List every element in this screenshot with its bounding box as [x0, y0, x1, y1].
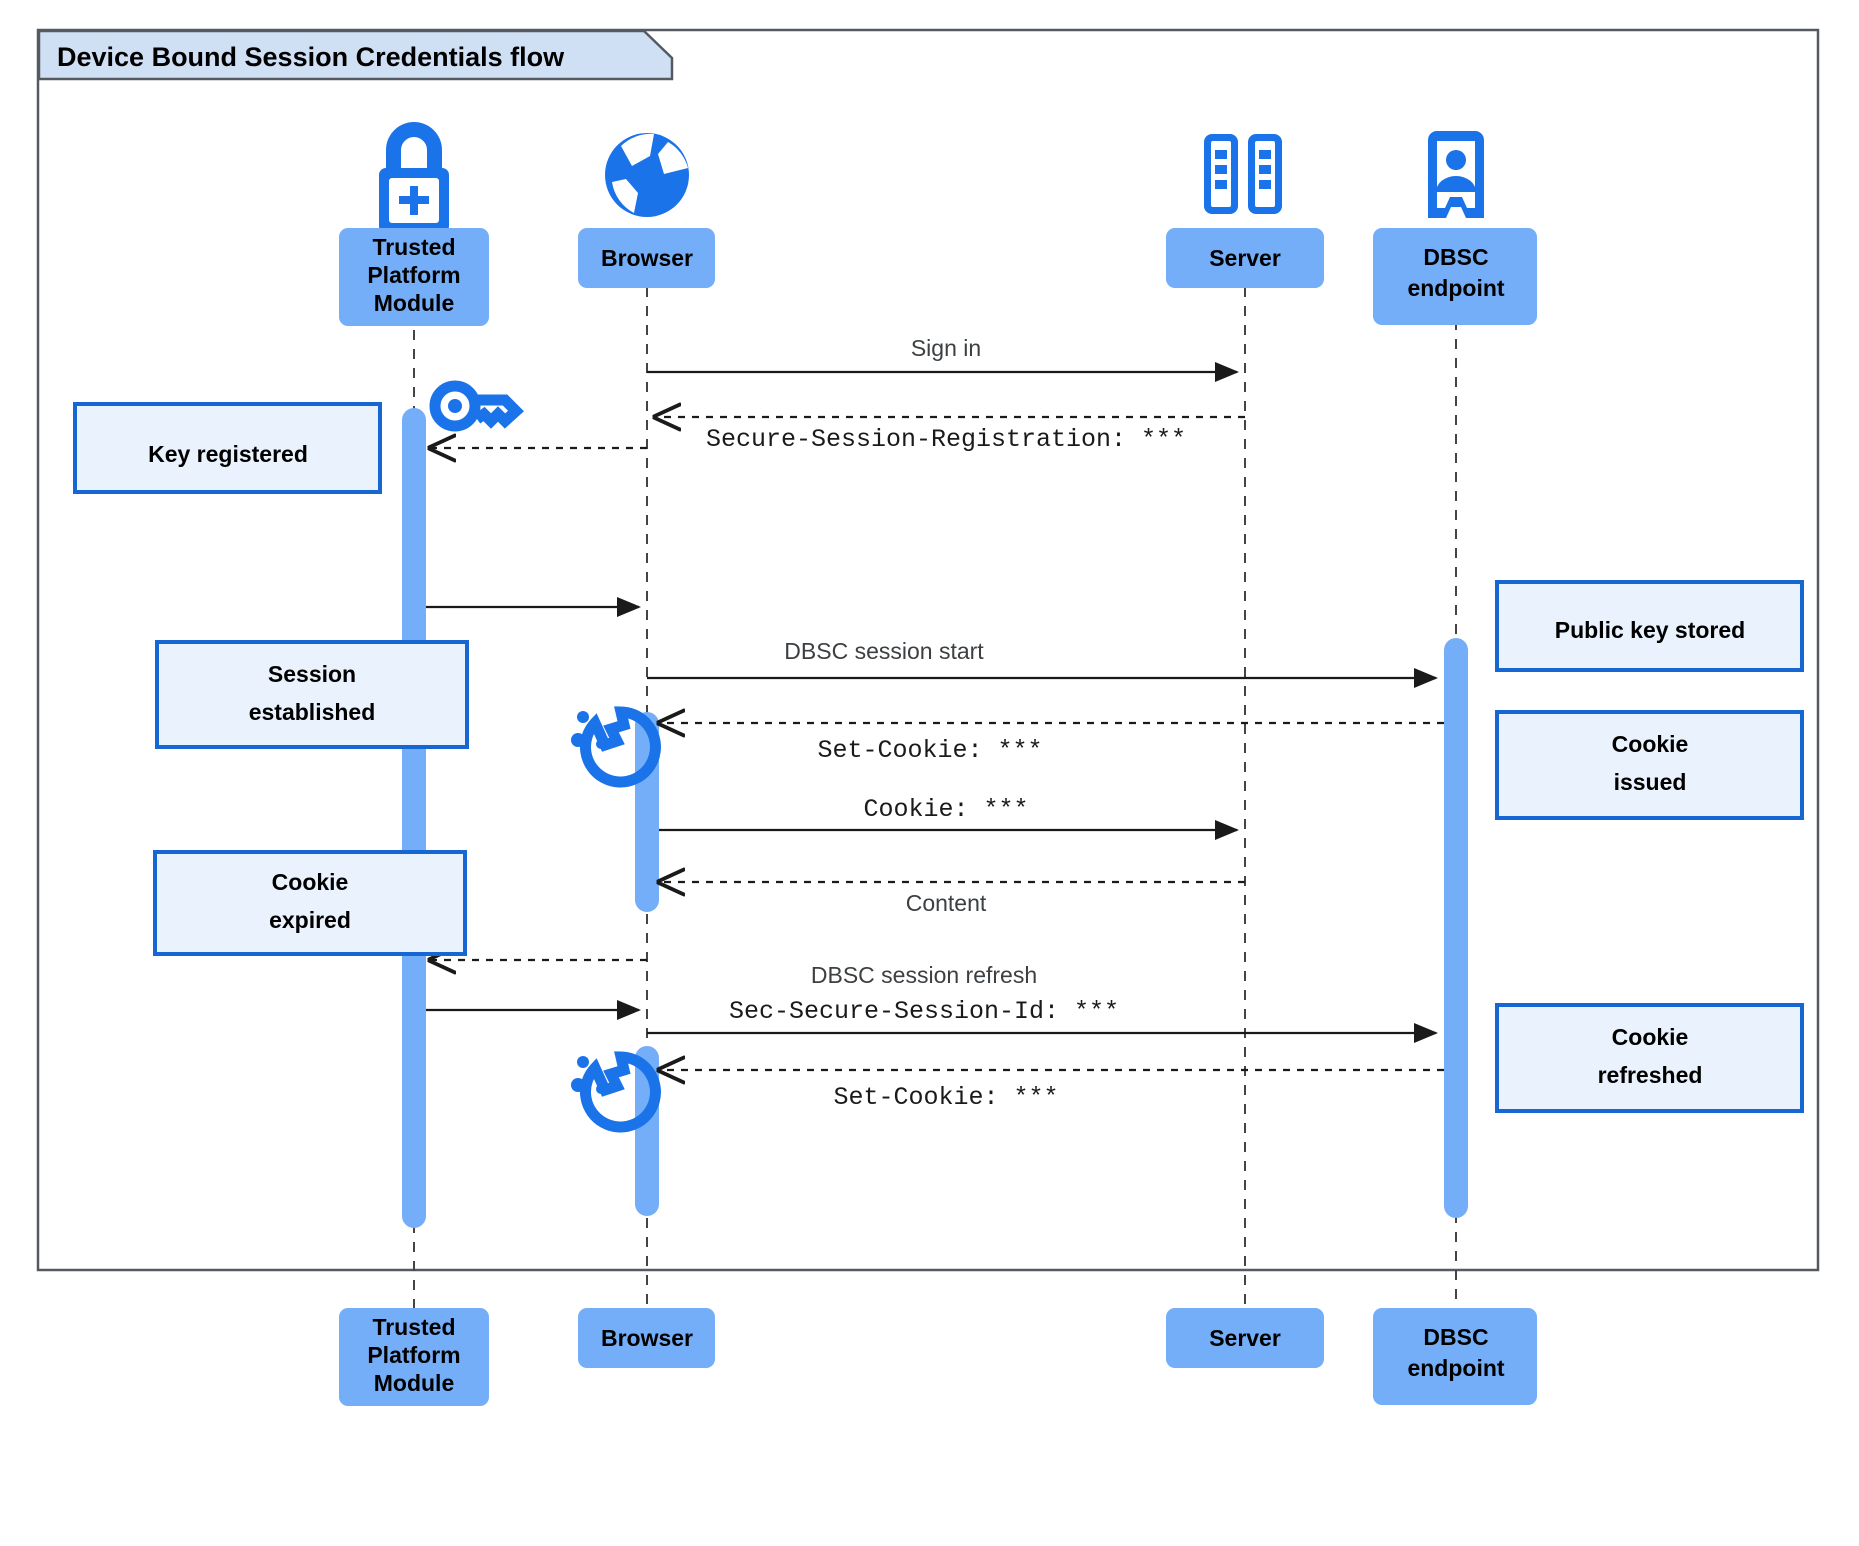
actor-box-server-bottom[interactable] — [1166, 1308, 1324, 1368]
note-box-cookie-issued — [1495, 710, 1804, 820]
note-box-session-established — [155, 640, 469, 749]
note-text-session-established-line2: established — [249, 699, 376, 725]
note-cookie-expired: Cookie expired — [153, 850, 467, 956]
actor-label-browser-bottom: Browser — [601, 1325, 693, 1351]
actor-label-browser: Browser — [601, 245, 693, 271]
note-session-established: Session established — [155, 640, 469, 749]
note-text-cookie-issued-line1: Cookie — [1612, 731, 1689, 757]
actor-label-dbsc-line2: endpoint — [1407, 275, 1504, 301]
actor-label-tpm-bottom-line2: Platform — [367, 1342, 460, 1368]
note-text-public-key-stored: Public key stored — [1555, 617, 1745, 643]
cookie-icon-1 — [571, 706, 661, 788]
actor-label-tpm-bottom-line1: Trusted — [372, 1314, 455, 1340]
actor-label-server: Server — [1209, 245, 1281, 271]
actor-tpm-top[interactable]: Trusted Platform Module — [339, 122, 489, 326]
actor-browser-top[interactable]: Browser — [578, 133, 715, 288]
cookie-icon-2 — [571, 1051, 661, 1133]
actor-label-dbsc-bottom-line2: endpoint — [1407, 1355, 1504, 1381]
note-box-cookie-refreshed — [1495, 1003, 1804, 1113]
actor-tpm-bottom[interactable]: Trusted Platform Module — [339, 1308, 489, 1406]
actor-label-tpm-line2: Platform — [367, 262, 460, 288]
actor-dbsc-top[interactable]: DBSC endpoint — [1373, 131, 1537, 325]
note-text-cookie-issued-line2: issued — [1614, 769, 1687, 795]
actor-box-browser[interactable] — [578, 228, 715, 288]
activation-tpm — [402, 408, 426, 1228]
message-label-set-cookie-1: Set-Cookie: *** — [817, 736, 1042, 765]
actor-label-dbsc-line1: DBSC — [1423, 244, 1488, 270]
server-racks-icon — [1204, 134, 1282, 214]
actor-box-dbsc-bottom[interactable] — [1373, 1308, 1537, 1405]
actor-label-tpm-line1: Trusted — [372, 234, 455, 260]
note-text-session-established-line1: Session — [268, 661, 356, 687]
message-label-dbsc-session-start: DBSC session start — [784, 638, 984, 664]
title-tab-shape — [37, 29, 674, 81]
message-label-sec-secure-session-id: Sec-Secure-Session-Id: *** — [729, 997, 1119, 1026]
message-label-set-cookie-2: Set-Cookie: *** — [833, 1083, 1058, 1112]
note-box-cookie-expired — [153, 850, 467, 956]
actor-box-tpm[interactable] — [339, 228, 489, 326]
actor-label-dbsc-bottom-line1: DBSC — [1423, 1324, 1488, 1350]
note-cookie-issued: Cookie issued — [1495, 710, 1804, 820]
note-key-registered: Key registered — [73, 402, 382, 494]
message-label-cookie: Cookie: *** — [863, 795, 1028, 824]
actor-box-dbsc[interactable] — [1373, 228, 1537, 325]
note-text-key-registered: Key registered — [148, 441, 308, 467]
note-text-cookie-expired-line1: Cookie — [272, 869, 349, 895]
actor-box-server[interactable] — [1166, 228, 1324, 288]
actor-box-browser-bottom[interactable] — [578, 1308, 715, 1368]
actor-label-tpm-bottom-line3: Module — [374, 1370, 455, 1396]
note-box-key-registered — [73, 402, 382, 494]
actor-server-top[interactable]: Server — [1166, 134, 1324, 288]
note-public-key-stored: Public key stored — [1495, 580, 1804, 672]
actor-server-bottom[interactable]: Server — [1166, 1308, 1324, 1368]
note-text-cookie-refreshed-line2: refreshed — [1598, 1062, 1703, 1088]
activation-dbsc — [1444, 638, 1468, 1218]
note-box-public-key-stored — [1495, 580, 1804, 672]
message-label-sign-in: Sign in — [911, 335, 981, 361]
note-text-cookie-expired-line2: expired — [269, 907, 351, 933]
message-label-secure-session-registration: Secure-Session-Registration: *** — [706, 425, 1186, 454]
lock-plus-icon — [379, 122, 449, 233]
actor-dbsc-bottom[interactable]: DBSC endpoint — [1373, 1308, 1537, 1405]
note-text-cookie-refreshed-line1: Cookie — [1612, 1024, 1689, 1050]
globe-icon — [605, 133, 689, 217]
id-badge-icon — [1428, 131, 1484, 218]
actor-label-server-bottom: Server — [1209, 1325, 1281, 1351]
message-label-content: Content — [906, 890, 987, 916]
message-label-dbsc-session-refresh: DBSC session refresh — [811, 962, 1037, 988]
diagram-title: Device Bound Session Credentials flow — [57, 42, 565, 72]
note-cookie-refreshed: Cookie refreshed — [1495, 1003, 1804, 1113]
actor-box-tpm-bottom[interactable] — [339, 1308, 489, 1406]
actor-label-tpm-line3: Module — [374, 290, 455, 316]
key-icon — [429, 380, 524, 432]
actor-browser-bottom[interactable]: Browser — [578, 1308, 715, 1368]
